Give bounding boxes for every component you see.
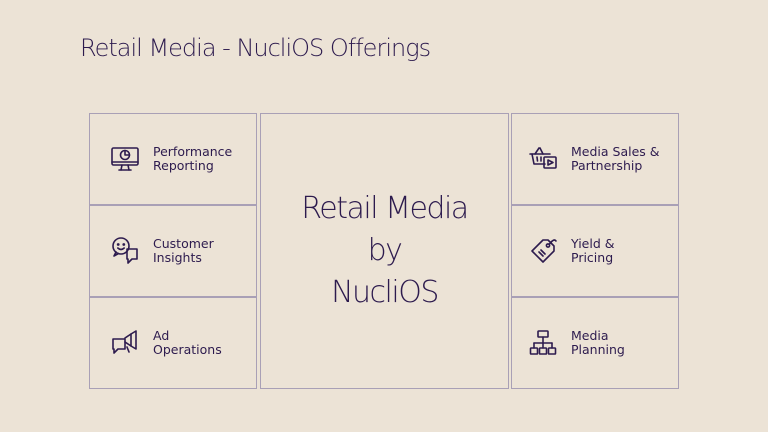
offering-media-sales-partnership: Media Sales & Partnership — [511, 113, 679, 205]
offering-performance-reporting: Performance Reporting — [89, 113, 257, 205]
offering-media-planning: Media Planning — [511, 297, 679, 389]
offering-label: Ad Operations — [153, 328, 222, 357]
chat-bubbles-icon — [110, 236, 140, 266]
offering-label: Performance Reporting — [153, 144, 233, 173]
page-title: Retail Media - NucliOS Offerings — [80, 34, 431, 62]
center-panel: Retail Media by NucliOS — [260, 113, 509, 389]
offering-label: Customer Insights — [153, 236, 214, 265]
megaphone-chat-icon — [110, 328, 140, 358]
offering-label: Media Sales & Partnership — [571, 144, 660, 173]
offering-yield-pricing: Yield & Pricing — [511, 205, 679, 297]
offering-label: Yield & Pricing — [571, 236, 615, 265]
center-title: Retail Media by NucliOS — [301, 191, 469, 310]
price-tag-icon — [528, 236, 558, 266]
offering-label: Media Planning — [571, 328, 625, 357]
offering-customer-insights: Customer Insights — [89, 205, 257, 297]
monitor-chart-icon — [110, 144, 140, 174]
offering-ad-operations: Ad Operations — [89, 297, 257, 389]
hierarchy-icon — [528, 328, 558, 358]
basket-play-icon — [528, 144, 558, 174]
